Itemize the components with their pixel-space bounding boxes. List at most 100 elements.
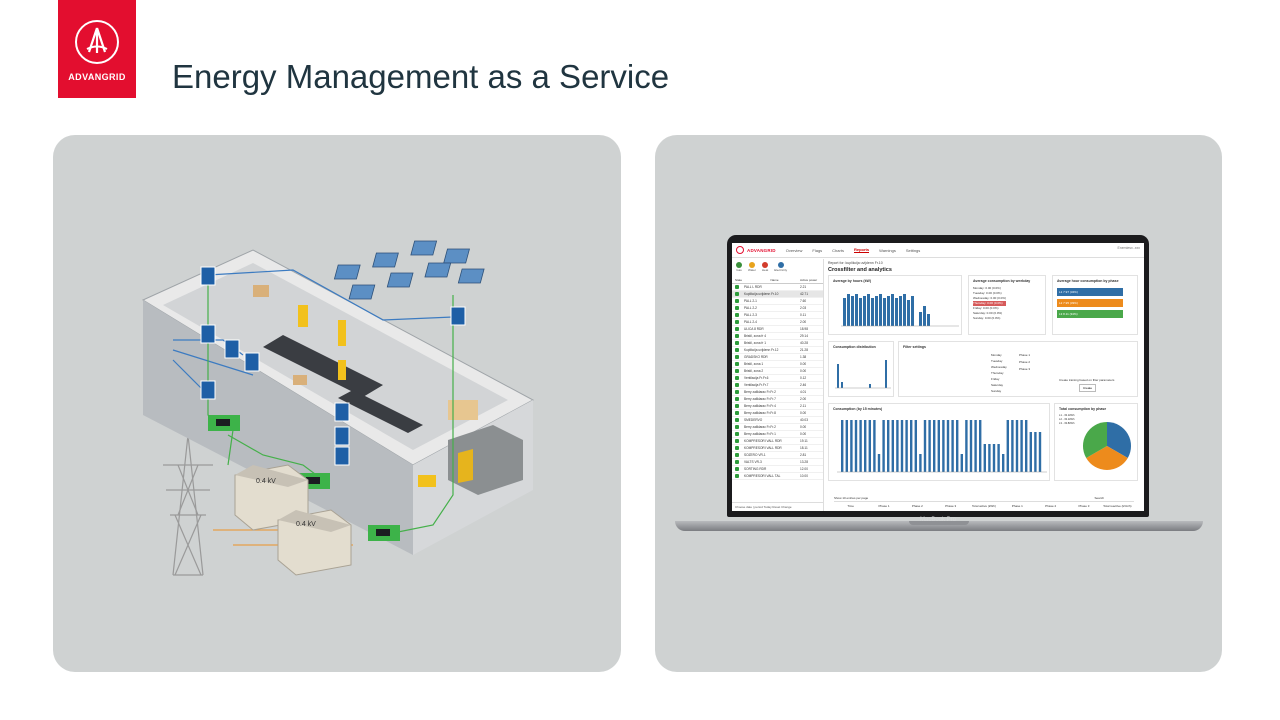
list-item-name: Bristil, zona 1: [744, 362, 764, 366]
consumption-bar: [988, 444, 991, 472]
filter-phase[interactable]: Phase 1: [1019, 353, 1031, 357]
tab-settings[interactable]: Settings: [905, 247, 921, 253]
list-item-value: 18.11: [800, 446, 808, 450]
filter-phase[interactable]: Phase 3: [1019, 367, 1031, 371]
consumption-bar: [868, 420, 871, 472]
weekday-item[interactable]: Saturday: 0.00 (0.0%): [973, 311, 1003, 315]
account-menu[interactable]: Enemiesx..xxx: [1117, 246, 1140, 250]
tab-charts[interactable]: Charts: [832, 247, 844, 253]
status-ok-icon: [735, 369, 739, 373]
electricity-icon[interactable]: Electricity: [774, 262, 787, 272]
consumption-bar: [1025, 420, 1028, 472]
consumption-bar: [887, 420, 890, 472]
list-item-value: 42.71: [800, 292, 808, 296]
list-item-name: PALL 2-2: [744, 306, 757, 310]
list-item-name: SORTING RDR: [744, 467, 767, 471]
list-item-name: Bristil, zona fr 4: [744, 334, 766, 338]
list-item-name: KOMPRESORI VALL RDR: [744, 439, 782, 443]
status-ok-icon: [735, 467, 739, 471]
list-item-name: PALL 2-1: [744, 299, 757, 303]
consumption-15-chart: [837, 420, 1047, 473]
create-button[interactable]: Create: [1079, 384, 1097, 392]
weekday-item[interactable]: Tuesday: 0.00 (0.0%): [973, 291, 1002, 295]
consumption-bar: [841, 420, 844, 472]
consumption-bar: [928, 420, 931, 472]
gas-icon[interactable]: Gas: [736, 262, 742, 272]
status-ok-icon: [735, 320, 739, 324]
status-ok-icon: [735, 299, 739, 303]
filter-day[interactable]: Friday: [991, 377, 1000, 381]
tab-warnings[interactable]: Warnings: [879, 247, 896, 253]
consumption-bar: [859, 420, 862, 472]
filter-day[interactable]: Thursday: [991, 371, 1004, 375]
list-item-name: Berry zaliklarac Fr.Fr.7: [744, 397, 776, 401]
transformer-label: 0.4 kV: [296, 521, 316, 528]
status-ok-icon: [735, 348, 739, 352]
tab-reports[interactable]: Reports: [853, 247, 870, 253]
weekday-item[interactable]: Thursday: 0.00 (0.0%): [973, 301, 1006, 306]
water-icon[interactable]: Water: [748, 262, 756, 272]
status-ok-icon: [735, 411, 739, 415]
tab-overview[interactable]: Overview: [785, 247, 803, 253]
consumption-bar: [979, 420, 982, 472]
list-item-name: Ventilacija Fr.Fr.7: [744, 383, 769, 387]
tab-flags[interactable]: Flags: [812, 247, 823, 253]
list-item-value: 2.00: [800, 397, 807, 401]
filter-day[interactable]: Tuesday: [991, 359, 1003, 363]
consumption-bar: [845, 420, 848, 472]
filter-day[interactable]: Sunday: [991, 389, 1002, 393]
list-item-value: 1.38: [800, 355, 807, 359]
weekday-item[interactable]: Wednesday: 0.00 (0.0%): [973, 296, 1006, 300]
list-item-value: 2.81: [800, 453, 807, 457]
factory-illustration-panel: 0.4 kV 0.4 kV: [53, 135, 621, 672]
list-item-name: Bristil, zona fr 1: [744, 341, 766, 345]
weekday-item[interactable]: Friday: 0.00 (0.0%): [973, 306, 999, 310]
weekday-item[interactable]: Monday: 0.00 (0.0%): [973, 286, 1001, 290]
app-logo-icon: [736, 246, 744, 254]
heat-icon[interactable]: Heat: [762, 262, 768, 272]
consumption-bar: [910, 420, 913, 472]
filter-phase[interactable]: Phase 2: [1019, 360, 1031, 364]
filter-day[interactable]: Saturday: [991, 383, 1004, 387]
weekday-item[interactable]: Sunday: 0.00 (0.0%): [973, 316, 1001, 320]
list-item-value: 0.00: [800, 432, 807, 436]
list-item-value: 0.12: [800, 376, 807, 380]
consumption-bar: [882, 420, 885, 472]
meter-icon: [200, 266, 216, 286]
list-item[interactable]: Berry zaliklarac Fr.Fr.7 2.00: [732, 396, 823, 403]
list-item-value: 0.11: [800, 313, 806, 317]
filter-day[interactable]: Wednesday: [991, 365, 1007, 369]
filter-day[interactable]: Monday: [991, 353, 1002, 357]
list-item-name: PALL 2-3: [744, 313, 757, 317]
status-ok-icon: [735, 341, 739, 345]
sidebar-footer[interactable]: Choose date | period Today Reset Change: [732, 502, 823, 511]
list-item-value: 2.11: [800, 404, 806, 408]
list-item[interactable]: PALL 2-3 0.11: [732, 312, 823, 319]
